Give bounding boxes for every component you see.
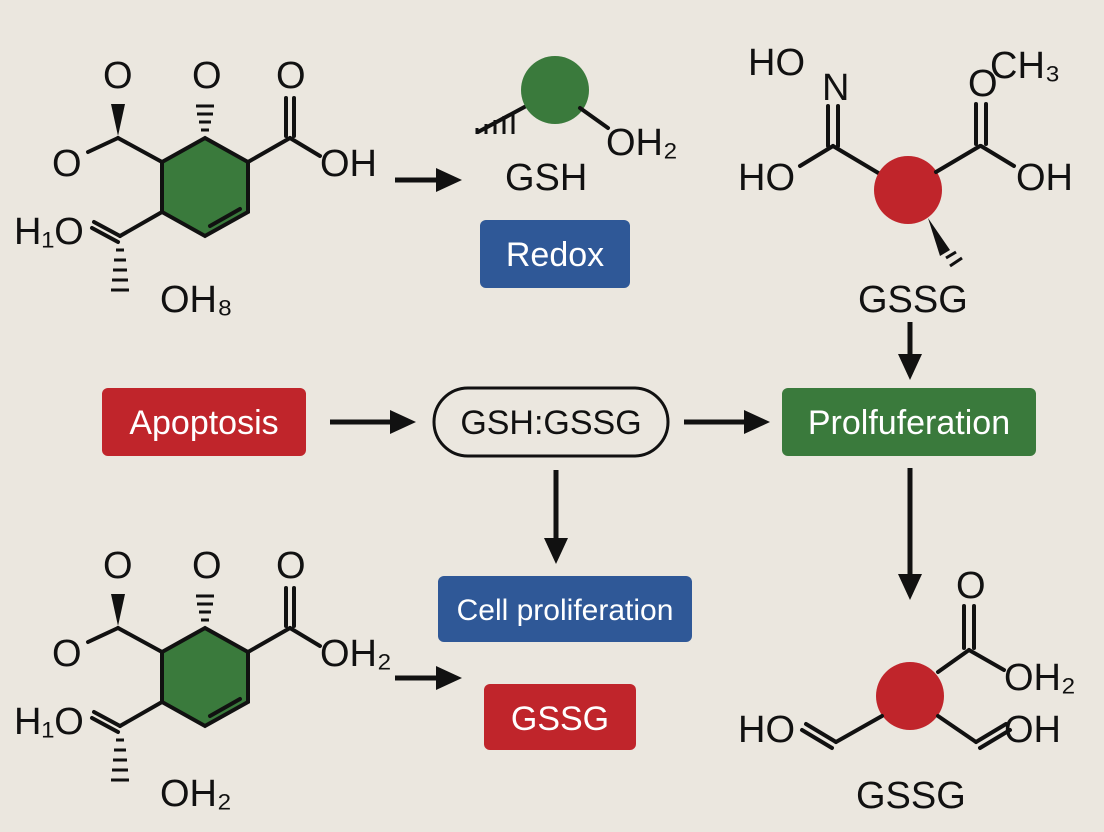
tl-o-left: O [103,55,133,97]
tl-o-right: O [276,55,306,97]
arrow-gssg-to-proliferation [898,322,922,380]
proliferation-label: Prolfuferation [808,404,1010,442]
tr-o: O [968,63,998,105]
cell-proliferation-box: Cell proliferation [438,576,692,642]
arrow-proliferation-to-bottom-gssg [898,468,922,600]
bl-o-mid: O [192,545,222,587]
top-left-hash-wedge [196,104,214,132]
redox-label: Redox [506,236,604,274]
br-oh2: OH₂ [1004,657,1076,699]
tr-ch3: CH₃ [990,45,1060,87]
br-o: O [956,565,986,607]
arrow-bottom-left-to-gssg [395,666,462,690]
redox-box: Redox [480,220,630,288]
apoptosis-label: Apoptosis [129,404,278,442]
bl-oh2: OH₂ [320,633,392,675]
bl-o-side: O [52,633,82,675]
bl-oh2-bottom: OH₂ [160,773,232,815]
bl-o-left: O [103,545,133,587]
tr-label: GSSG [858,279,968,321]
gsh-green-circle [521,56,589,124]
top-right-molecule: HO N CH₃ O HO OH GSSG [738,42,1073,321]
br-ho: HO [738,709,795,751]
br-oh: OH [1004,709,1061,751]
ratio-label: GSH:GSSG [460,404,641,442]
bl-h1o: H₁O [14,701,84,743]
br-label: GSSG [856,775,966,817]
bl-o-right: O [276,545,306,587]
bottom-left-ring [160,625,250,729]
top-left-ring [160,135,250,239]
tl-oh: OH [320,143,377,185]
gsh-oh2: OH₂ [606,122,678,164]
top-left-molecule: O O O O OH H₁O OH₈ [14,55,377,321]
gssg-box-label: GSSG [511,700,609,738]
apoptosis-box: Apoptosis [102,388,306,456]
bottom-left-molecule: O O O O OH₂ H₁O OH₂ [14,545,392,815]
tr-oh: OH [1016,157,1073,199]
tr-ho-left: HO [738,157,795,199]
tl-oh8: OH₈ [160,279,233,321]
tl-o-side: O [52,143,82,185]
br-red-circle [876,662,944,730]
arrow-ratio-to-proliferation [684,410,770,434]
gsh-label: GSH [505,157,587,199]
tl-o-mid: O [192,55,222,97]
tr-red-circle [874,156,942,224]
proliferation-box: Prolfuferation [782,388,1036,456]
cell-proliferation-label: Cell proliferation [457,594,674,627]
bottom-right-molecule: O OH₂ HO OH GSSG [738,565,1076,817]
tr-n: N [822,67,849,109]
tr-ho-top: HO [748,42,805,84]
tl-h1o: H₁O [14,211,84,253]
gsh-molecule: OH₂ GSH [475,56,678,199]
arrow-top-left-to-gsh [395,168,462,192]
ratio-node: GSH:GSSG [432,386,670,458]
gssg-box: GSSG [484,684,636,750]
arrow-ratio-to-cell-proliferation [544,470,568,564]
arrow-apoptosis-to-ratio [330,410,416,434]
